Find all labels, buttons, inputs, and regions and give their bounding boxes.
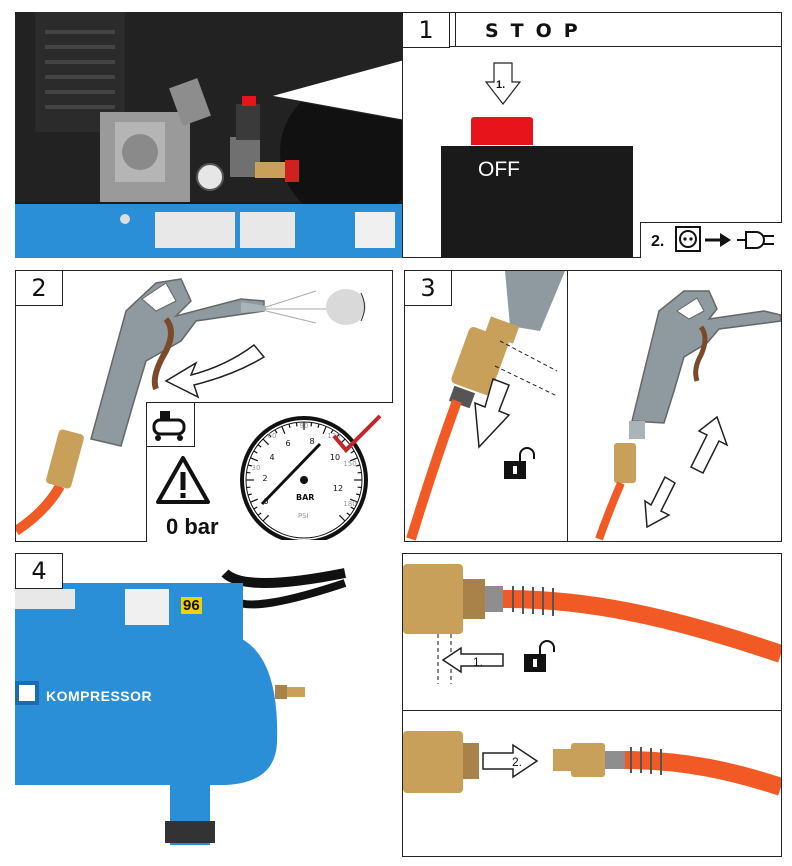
gauge-tick-mark (274, 429, 278, 434)
gauge-tick-mark (246, 486, 251, 489)
plug-icon (737, 231, 774, 249)
gauge-tick-mark (250, 498, 259, 503)
gauge-tick-mark (338, 514, 346, 522)
arrow-step-label: 1. (496, 79, 506, 91)
coupling-closeup (406, 271, 565, 541)
right-arrow-icon (705, 233, 731, 247)
gauge-tick-mark (350, 506, 355, 510)
gauge-tick-mark (346, 512, 351, 516)
air-gun-icon (16, 278, 366, 536)
gauge-tick-mark (257, 444, 262, 448)
check-mark-icon (332, 414, 382, 453)
panel-number: 3 (405, 271, 452, 306)
psi-tick: 60 (268, 432, 277, 440)
panel-header-separator (455, 13, 456, 46)
stop-title: STOP (485, 20, 590, 42)
air-gun-separated (595, 290, 781, 541)
panel-number: 2 (16, 271, 63, 306)
compressor-tank-photo (15, 553, 402, 857)
gauge-tick-mark (357, 471, 362, 474)
panel3-divider (567, 271, 568, 541)
gauge-tick-mark (268, 433, 272, 438)
bar-tick: 4 (269, 453, 274, 462)
gauge-tick-mark (310, 422, 313, 427)
gauge-tick-mark (349, 498, 358, 503)
psi-tick: 90 (300, 422, 309, 430)
gauge-tick-mark (257, 512, 262, 516)
gauge-tick-mark (350, 450, 355, 454)
down-arrow-icon (485, 62, 521, 105)
gauge-unit: BAR (296, 493, 314, 502)
gauge-tick-mark (281, 426, 286, 435)
psi-tick: 150 (343, 460, 356, 468)
gauge-needle (260, 442, 322, 506)
off-label: OFF (478, 158, 520, 181)
bar-tick: 8 (309, 437, 314, 446)
gauge-unit-secondary: PSI (298, 512, 309, 520)
gauge-tick-mark (262, 438, 270, 446)
gauge-tick-mark (247, 464, 252, 467)
compressor-icon (152, 411, 186, 441)
bar-tick: 6 (285, 439, 290, 448)
gauge-tick-mark (250, 457, 259, 462)
bar-tick: 12 (333, 484, 343, 493)
warning-triangle-icon (156, 456, 210, 504)
unplug-step-label: 2. (651, 233, 665, 250)
gauge-tick-mark (247, 493, 252, 496)
psi-tick: 30 (252, 464, 261, 472)
gauge-tick-mark (262, 514, 270, 522)
gauge-tick-mark (356, 464, 361, 467)
psi-tick: 180 (343, 500, 356, 508)
gauge-tick-mark (295, 422, 298, 427)
gauge-tick-mark (288, 423, 291, 428)
gauge-tick-mark (246, 471, 251, 474)
bar-tick: 2 (262, 474, 267, 483)
brand-label: KOMPRESSOR (46, 688, 153, 704)
gauge-tick-mark (349, 457, 358, 462)
zero-bar-label: 0 bar (166, 514, 219, 539)
unlock-icon (524, 640, 555, 672)
hose-connect-illustration (403, 731, 781, 796)
panel-number: 1 (403, 13, 450, 48)
gauge-tick-mark (357, 486, 362, 489)
panel4-divider (403, 710, 781, 711)
gauge-tick-mark (253, 506, 258, 510)
hose-release-illustration (403, 564, 781, 684)
gauge-tick-mark (356, 493, 361, 496)
compressor-icon-box (146, 402, 195, 447)
gauge-tick-mark (336, 433, 340, 438)
unlock-icon (504, 447, 535, 479)
gauge-tick-mark (253, 450, 258, 454)
gauge-tick-mark (330, 429, 334, 434)
power-socket-icon (675, 226, 701, 252)
panel-number: 4 (15, 553, 63, 589)
gauge-tick-mark (317, 423, 320, 428)
stop-button[interactable] (471, 117, 533, 145)
gauge-tick-mark (322, 426, 327, 435)
off-switch-body (441, 146, 633, 258)
release-step-label: 1. (473, 655, 484, 669)
pressure-gauge: 0 2 4 6 8 10 12 30 60 90 120 150 180 BAR… (240, 414, 382, 540)
bar-tick: 10 (330, 453, 340, 462)
sound-level-label: 96 (181, 597, 202, 614)
connect-step-label: 2. (512, 755, 523, 769)
panel-header-divider (403, 46, 781, 47)
